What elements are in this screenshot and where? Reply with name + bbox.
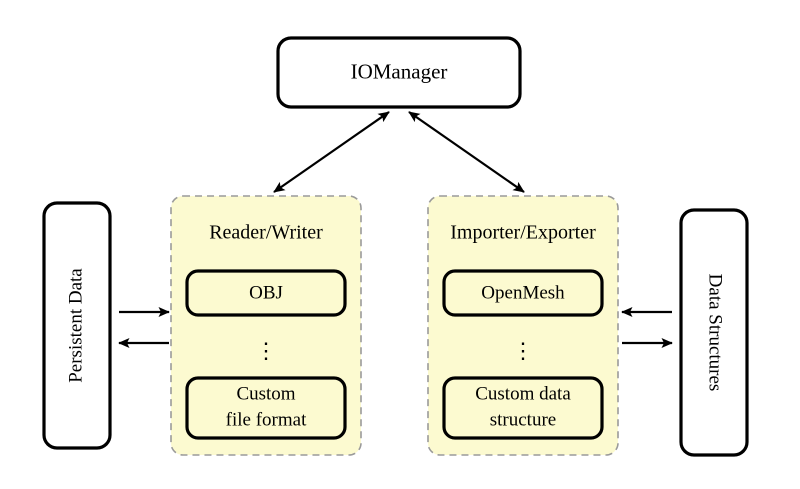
- importer-exporter-ellipsis-icon: ⋮: [512, 338, 534, 363]
- node-persistent-data[interactable]: Persistent Data: [42, 201, 112, 450]
- connector-manager-readerwriter: [273, 111, 390, 193]
- data-structures-label: Data Structures: [705, 274, 726, 392]
- item-openmesh[interactable]: OpenMesh: [442, 269, 604, 317]
- iomanager-label: IOManager: [351, 59, 448, 83]
- persistent-data-label: Persistent Data: [65, 268, 86, 383]
- reader-writer-ellipsis-icon: ⋮: [255, 338, 277, 363]
- panel-importer-exporter[interactable]: Importer/Exporter OpenMesh ⋮ Custom data…: [427, 195, 619, 456]
- custom-file-format-label-line1: Custom: [236, 383, 295, 404]
- node-iomanager[interactable]: IOManager: [276, 36, 522, 109]
- custom-data-structure-box[interactable]: [442, 376, 604, 440]
- custom-data-structure-label-line2: structure: [490, 409, 556, 430]
- importer-exporter-panel-label: Importer/Exporter: [450, 222, 596, 244]
- obj-box[interactable]: [185, 269, 347, 317]
- openmesh-label: OpenMesh: [481, 282, 565, 303]
- data-structures-box[interactable]: [679, 208, 749, 457]
- custom-data-structure-label-line1: Custom data: [475, 383, 571, 404]
- reader-writer-panel-label: Reader/Writer: [209, 222, 323, 244]
- iomanager-box[interactable]: [276, 36, 522, 109]
- openmesh-box[interactable]: [442, 269, 604, 317]
- connector-manager-importerexporter: [408, 111, 525, 193]
- obj-label: OBJ: [249, 282, 283, 303]
- panel-reader-writer[interactable]: Reader/Writer OBJ ⋮ Custom file format: [170, 195, 362, 456]
- item-custom-data-structure[interactable]: Custom data structure: [442, 376, 604, 440]
- item-custom-file-format[interactable]: Custom file format: [185, 376, 347, 440]
- persistent-data-box[interactable]: [42, 201, 112, 450]
- custom-file-format-label-line2: file format: [226, 409, 307, 430]
- item-obj[interactable]: OBJ: [185, 269, 347, 317]
- custom-file-format-box[interactable]: [185, 376, 347, 440]
- node-data-structures[interactable]: Data Structures: [679, 208, 749, 457]
